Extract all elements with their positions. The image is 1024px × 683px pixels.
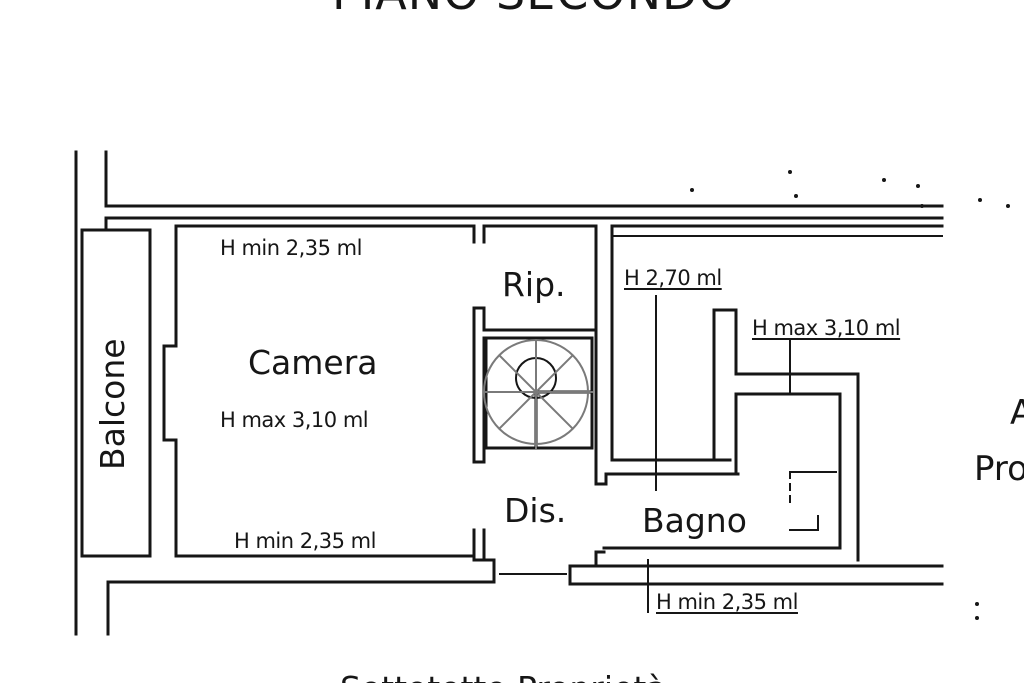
footer-caption: Sottotetto Proprietà	[340, 672, 667, 683]
header-title: PIANO SECONDO	[332, 0, 736, 16]
room-label-camera: Camera	[248, 343, 378, 382]
height-note-bagno-h: H 2,70 ml	[624, 266, 722, 290]
balcone-outline	[80, 228, 152, 558]
height-note-camera-top: H min 2,35 ml	[220, 236, 362, 260]
height-note-bagno-bottom: H min 2,35 ml	[656, 590, 798, 614]
height-note-bagno-hmax: H max 3,10 ml	[752, 316, 901, 340]
room-label-bagno: Bagno	[642, 501, 747, 540]
height-note-camera-center: H max 3,10 ml	[220, 408, 369, 432]
right-edge-text-line2: Pro	[974, 449, 1024, 489]
room-label-balcone: Balcone	[93, 338, 132, 470]
height-note-camera-bottom: H min 2,35 ml	[234, 529, 376, 553]
room-label-ripostiglio: Rip.	[502, 265, 566, 304]
room-label-disimpegno: Dis.	[504, 491, 567, 530]
right-edge-text-line1: A	[1010, 393, 1024, 433]
